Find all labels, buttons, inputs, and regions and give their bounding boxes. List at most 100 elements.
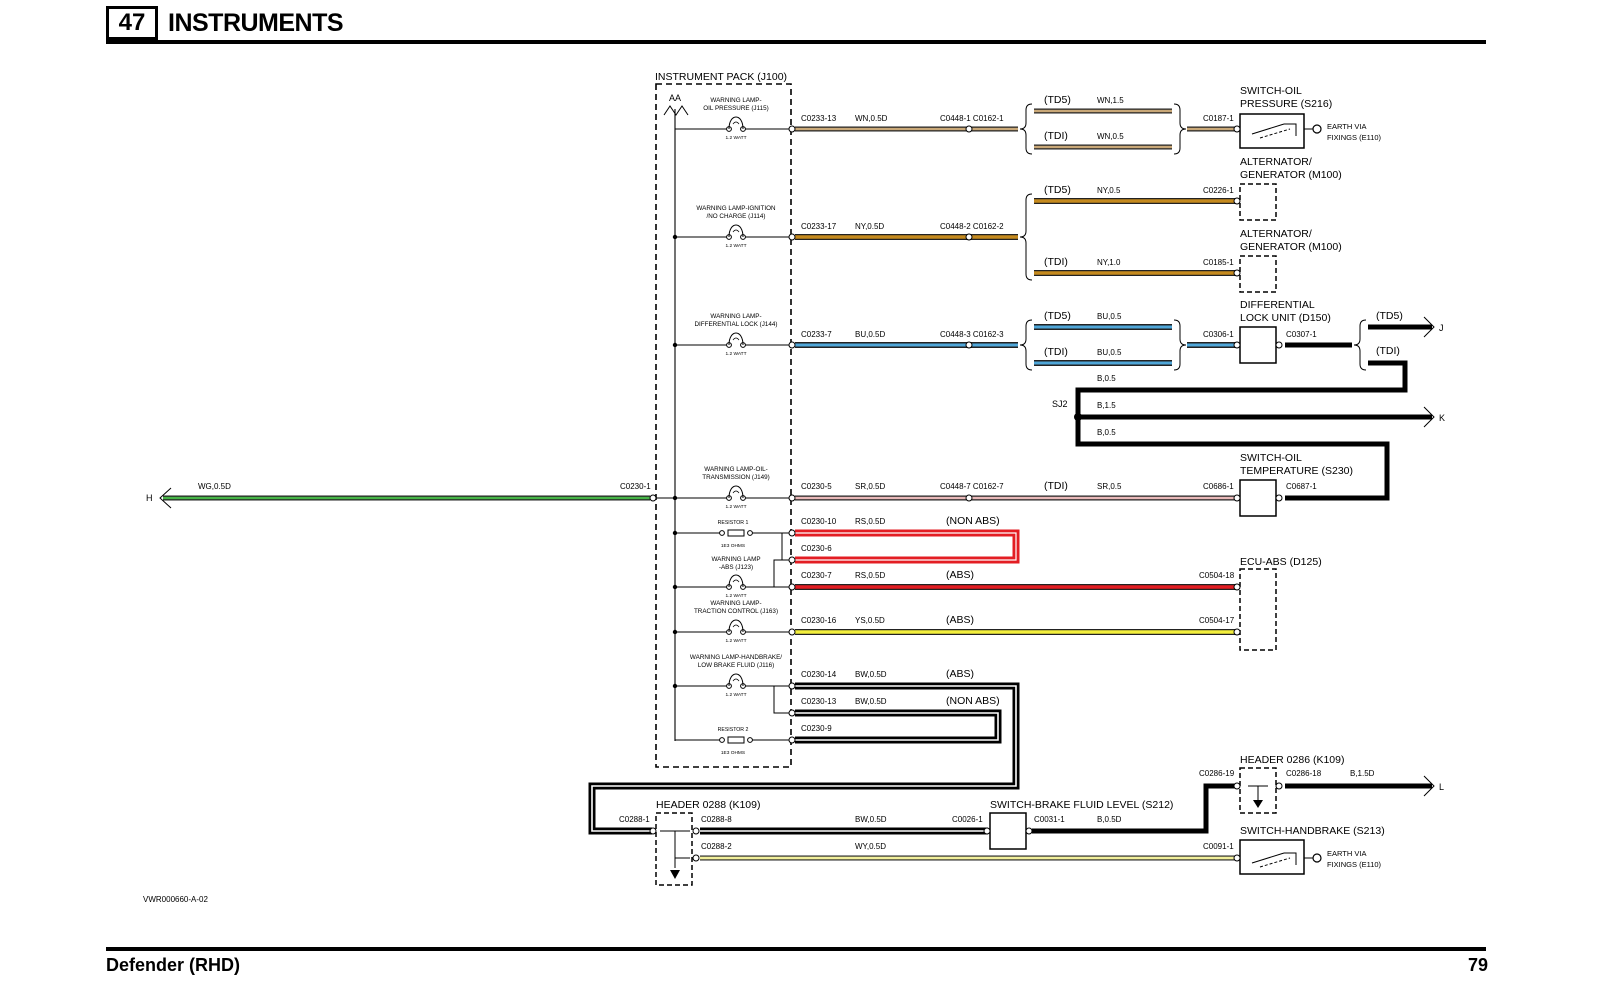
- footer-model: Defender (RHD): [106, 955, 241, 975]
- switch-dash-icon: [1259, 857, 1291, 868]
- header-0288-label: HEADER 0288 (K109): [656, 799, 760, 811]
- variant-tdi: (TDI): [1044, 130, 1068, 142]
- section-title: INSTRUMENTS: [168, 9, 344, 37]
- footer-rule: [106, 947, 1486, 951]
- sw-oil-temp-label-2: TEMPERATURE (S230): [1240, 465, 1353, 477]
- terminal-l-label: L: [1439, 782, 1444, 792]
- diff-lock-unit: [1239, 326, 1277, 364]
- wire-rs-group: [795, 529, 1236, 590]
- alternator-tdi-label-2: GENERATOR (M100): [1240, 241, 1342, 253]
- wire-code: B,1.5: [1097, 401, 1116, 410]
- connector-label: C0286-18: [1286, 769, 1322, 778]
- instrument-pack-label: INSTRUMENT PACK (J100): [655, 71, 787, 83]
- wire-code: WY,0.5D: [855, 842, 886, 851]
- splice-sj2-icon: [1074, 413, 1082, 421]
- terminal-h-label: H: [146, 493, 153, 503]
- connector-label: C0306-1: [1203, 330, 1234, 339]
- lamp-transmission-rating: 1.2 WATT: [725, 504, 746, 510]
- bus-node: [672, 234, 678, 240]
- resistor-1-rating: 1E3 OHMS: [721, 543, 745, 549]
- connector-label: C0230-13: [801, 697, 837, 706]
- switch-dash-icon: [1259, 128, 1291, 139]
- ecu-abs: [1239, 568, 1277, 651]
- connector-label: C0686-1: [1203, 482, 1234, 491]
- pack-internal-link-handbrake: [762, 685, 792, 714]
- diff-lock-label-1: DIFFERENTIAL: [1240, 299, 1315, 311]
- lamp-oil-pressure-label-2: OIL PRESSURE (J115): [703, 105, 768, 112]
- ecu-abs-label: ECU-ABS (D125): [1240, 556, 1322, 568]
- bus-node: [672, 495, 678, 501]
- wire-code: NY,1.0: [1097, 258, 1121, 267]
- resistor-2-icon: [709, 736, 763, 744]
- wire-bu-group: [795, 324, 1236, 366]
- bus-node: [672, 584, 678, 590]
- alternator-tdi: [1239, 255, 1277, 293]
- connector-label: C0091-1: [1203, 842, 1234, 851]
- connector-label: C0226-1: [1203, 186, 1234, 195]
- variant-abs: (ABS): [946, 614, 974, 626]
- earth-ring-icon: [1312, 853, 1322, 863]
- connector-label: C0288-1: [619, 815, 650, 824]
- wire-code: B,1.5D: [1350, 769, 1375, 778]
- switch-contact-icon: [1251, 123, 1297, 136]
- terminal-j-label: J: [1439, 323, 1444, 333]
- wire-code: SR,0.5: [1097, 482, 1122, 491]
- variant-td5: (TD5): [1044, 184, 1071, 196]
- header-0288: [655, 812, 693, 886]
- variant-tdi: (TDI): [1044, 480, 1068, 492]
- variant-non-abs: (NON ABS): [946, 515, 1000, 527]
- connector-label: C0185-1: [1203, 258, 1234, 267]
- diff-lock-label-2: LOCK UNIT (D150): [1240, 312, 1331, 324]
- wire-wn-group: [795, 108, 1236, 150]
- connector-label: C0230-5: [801, 482, 832, 491]
- lamp-diff-lock-icon: [709, 332, 763, 348]
- connector-label: C0286-19: [1199, 769, 1235, 778]
- lamp-ignition-rating: 1.2 WATT: [725, 243, 746, 249]
- variant-non-abs: (NON ABS): [946, 695, 1000, 707]
- switch-contact-icon: [1251, 852, 1297, 865]
- lamp-oil-pressure-rating: 1.2 WATT: [725, 135, 746, 141]
- variant-td5: (TD5): [1044, 310, 1071, 322]
- wire-code: WN,0.5D: [855, 114, 888, 123]
- header-0286: [1239, 767, 1277, 814]
- terminal-k-label: K: [1439, 413, 1445, 423]
- figure-id: VWR000660-A-02: [143, 895, 208, 904]
- header-rule: [106, 40, 1486, 44]
- connector-label: C0187-1: [1203, 114, 1234, 123]
- earth-arrow-icon: [670, 870, 680, 879]
- terminal-k-icon: [1423, 406, 1435, 428]
- variant-td5: (TD5): [1376, 310, 1403, 322]
- wire-bw-group: [588, 682, 1020, 835]
- lamp-handbrake-rating: 1.2 WATT: [725, 692, 746, 698]
- splice-sj2-label: SJ2: [1052, 399, 1068, 409]
- switch-oil-pressure: [1239, 113, 1305, 149]
- wire-code: B,0.5: [1097, 428, 1116, 437]
- connector-label: C0230-9: [801, 724, 832, 733]
- connector-label: C0230-6: [801, 544, 832, 553]
- variant-tdi: (TDI): [1376, 345, 1400, 357]
- lamp-abs-icon: [709, 574, 763, 590]
- connector-label: C0504-18: [1199, 571, 1235, 580]
- resistor-2-label: RESISTOR 2: [718, 727, 749, 733]
- wire-code: YS,0.5D: [855, 616, 885, 625]
- switch-oil-temperature: [1239, 479, 1277, 517]
- instrument-pack-box: [655, 83, 792, 768]
- lamp-diff-lock-label-2: DIFFERENTIAL LOCK (J144): [694, 321, 777, 328]
- connector-label: C0307-1: [1286, 330, 1317, 339]
- sw-oil-pressure-label-2: PRESSURE (S216): [1240, 98, 1332, 110]
- variant-braces: [1019, 103, 1367, 371]
- variant-tdi: (TDI): [1044, 346, 1068, 358]
- earth-fixings-label-1: EARTH VIA: [1327, 122, 1366, 131]
- lamp-traction-label-1: WARNING LAMP-: [710, 600, 761, 607]
- connector-label: C0026-1: [952, 815, 983, 824]
- lamp-handbrake-label-1: WARNING LAMP-HANDBRAKE/: [690, 654, 782, 661]
- wire-code: BU,0.5: [1097, 348, 1122, 357]
- bus-node: [672, 683, 678, 689]
- lamp-oil-pressure-icon: [709, 116, 763, 132]
- lamp-oil-pressure-label-1: WARNING LAMP-: [710, 97, 761, 104]
- wire-code: B,0.5: [1097, 374, 1116, 383]
- earth-ring-icon: [1312, 124, 1322, 134]
- lamp-diff-lock-label-1: WARNING LAMP-: [710, 313, 761, 320]
- lamp-transmission-label-2: TRANSMISSION (J149): [702, 474, 770, 481]
- resistor-1-icon: [709, 529, 763, 537]
